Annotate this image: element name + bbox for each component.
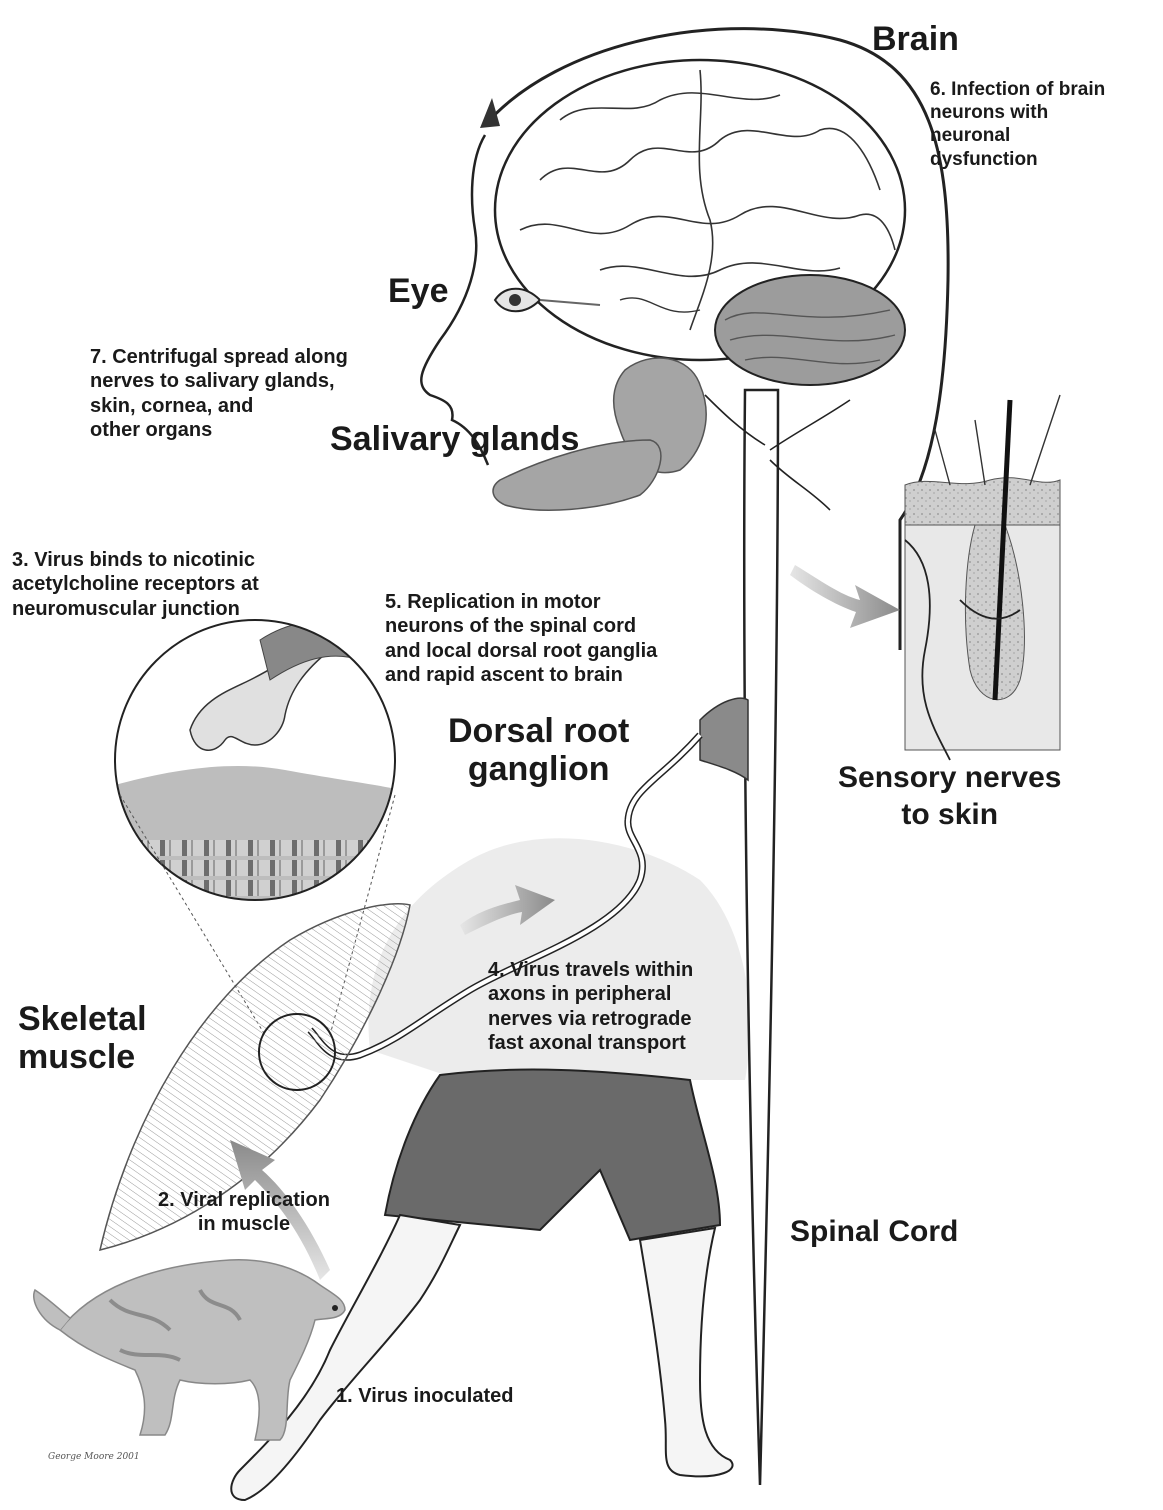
brain-illustration	[495, 60, 905, 385]
step-7-label: 7. Centrifugal spread along nerves to sa…	[90, 345, 348, 443]
step-4-label: 4. Virus travels within axons in periphe…	[488, 958, 693, 1056]
label-skeletal-muscle: Skeletal muscle	[18, 1000, 147, 1076]
artist-signature: George Moore 2001	[48, 1452, 140, 1462]
label-dorsal-root-ganglion: Dorsal root ganglion	[448, 712, 629, 788]
spinal-cord	[744, 390, 778, 1485]
label-spinal-cord: Spinal Cord	[790, 1214, 958, 1251]
step-5-label: 5. Replication in motor neurons of the s…	[385, 590, 657, 688]
label-salivary-glands: Salivary glands	[330, 420, 579, 458]
step-1-label: 1. Virus inoculated	[336, 1384, 513, 1408]
step-2-label: 2. Viral replication in muscle	[158, 1188, 330, 1237]
step-6-label: 6. Infection of brain neurons with neuro…	[930, 78, 1105, 171]
label-eye: Eye	[388, 272, 449, 310]
arrow-to-skin	[790, 565, 900, 628]
label-sensory-nerves: Sensory nerves to skin	[838, 760, 1061, 833]
step-3-label: 3. Virus binds to nicotinic acetylcholin…	[12, 548, 259, 621]
label-brain: Brain	[872, 20, 959, 58]
